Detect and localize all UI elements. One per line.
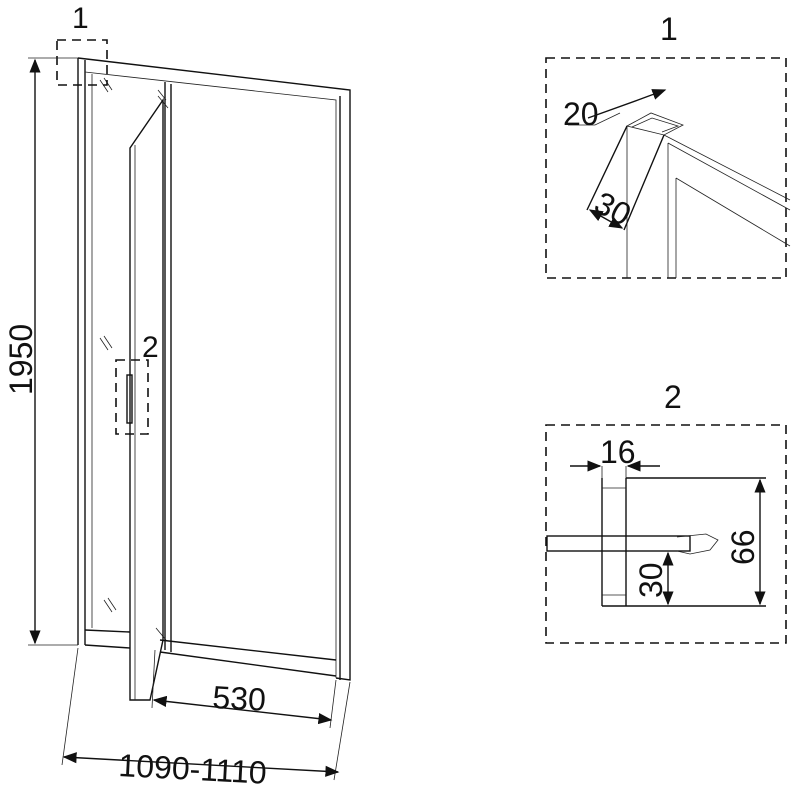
door-width-dimension: 530 — [151, 649, 337, 729]
callout-box-2 — [115, 359, 149, 435]
total-width-dimension: 1090-1110 — [61, 647, 351, 791]
detail-2-title: 2 — [664, 379, 682, 415]
detail-2-offset-label: 30 — [633, 562, 669, 598]
detail-2: 2 16 66 30 — [545, 379, 787, 644]
swing-door-panel — [126, 97, 164, 701]
total-width-label: 1090-1110 — [118, 747, 268, 791]
callout-label-1: 1 — [72, 2, 89, 35]
door-width-label: 530 — [212, 679, 267, 718]
detail-1: 1 20 30 — [545, 11, 791, 279]
glass-reflection-marks — [99, 77, 117, 613]
callout-label-2: 2 — [142, 331, 159, 364]
height-dim-label: 1950 — [3, 324, 39, 395]
fixed-glass-panel — [155, 82, 172, 652]
door-handle — [126, 374, 133, 424]
callout-box-1 — [56, 39, 108, 86]
detail-2-height-label: 66 — [725, 529, 761, 565]
detail-1-width-label: 20 — [563, 96, 599, 132]
shower-enclosure-frame — [77, 57, 351, 681]
detail-2-width-label: 16 — [600, 434, 636, 470]
detail-1-title: 1 — [660, 11, 678, 47]
height-dimension: 1950 — [3, 57, 78, 646]
